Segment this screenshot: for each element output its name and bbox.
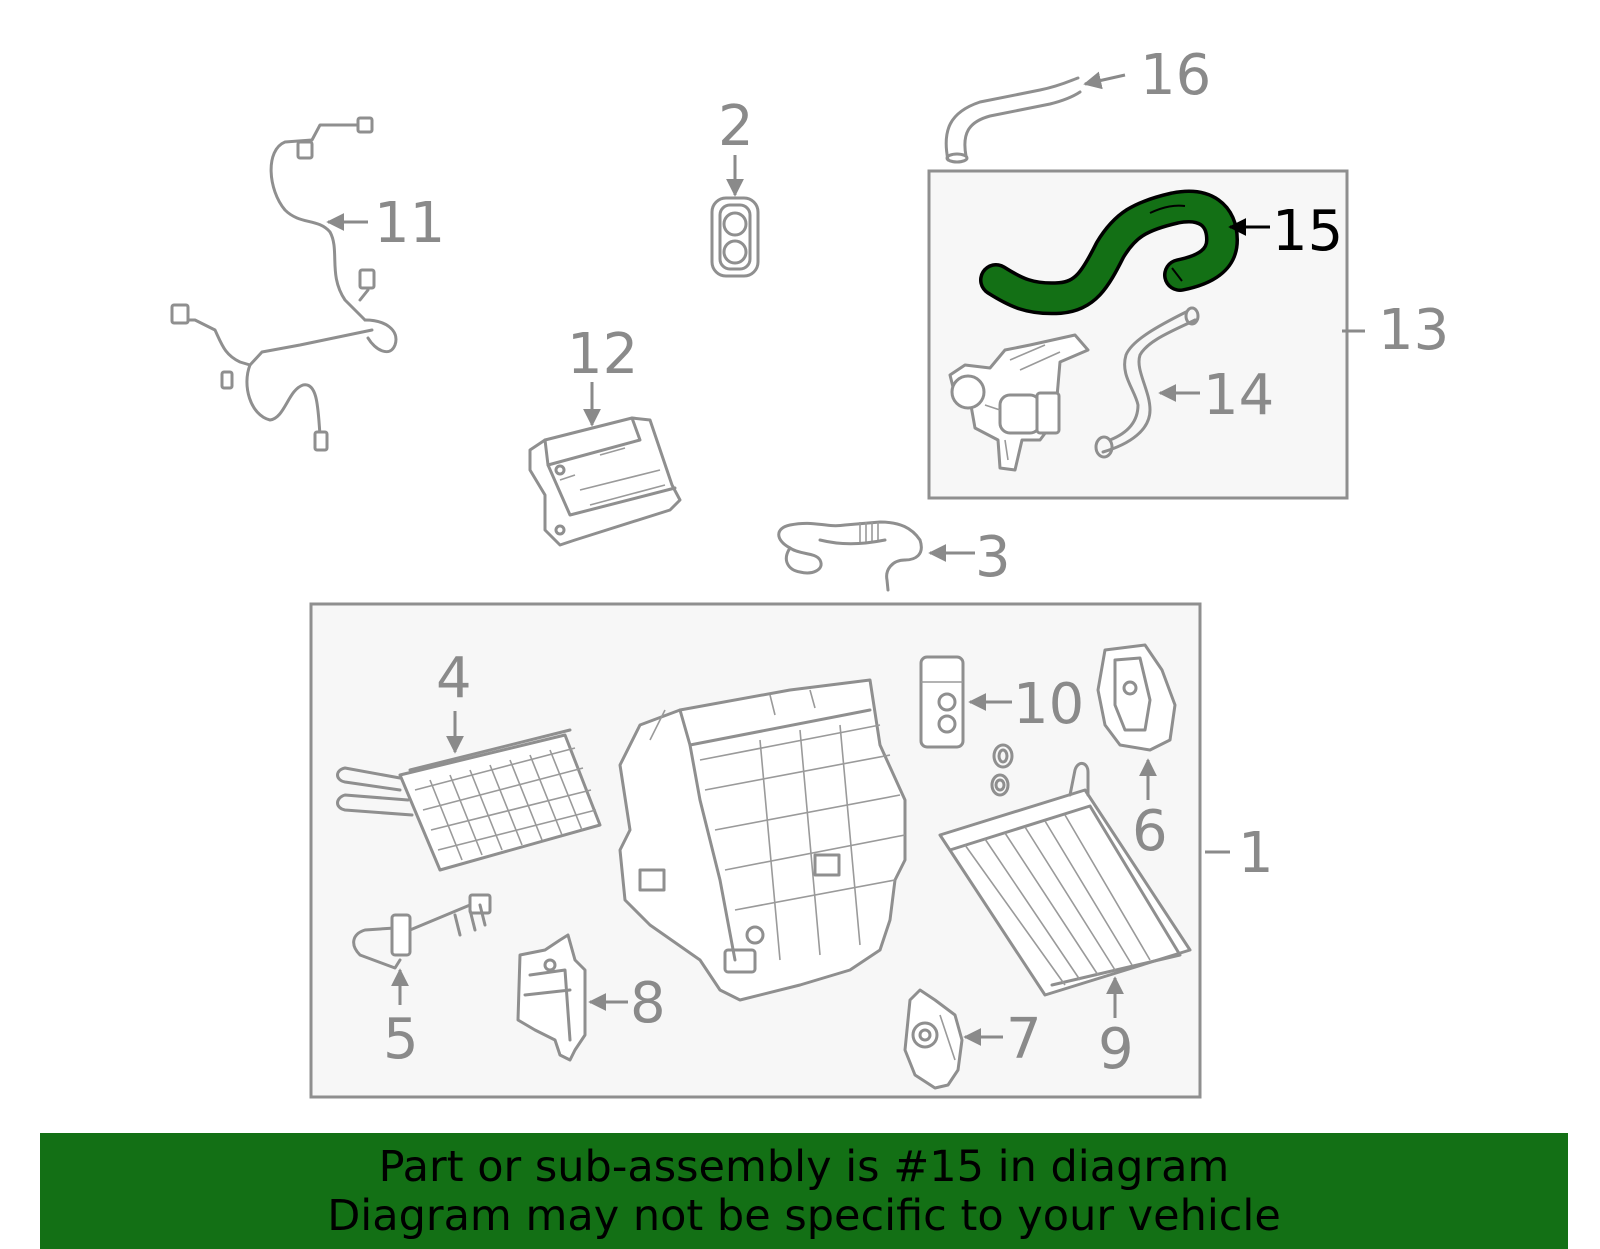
callout-13: 13 — [1378, 298, 1449, 363]
leader-16 — [1083, 71, 1126, 90]
part-5-sensor[interactable] — [352, 893, 492, 970]
part-8-damper-servo[interactable] — [516, 933, 587, 1062]
callout-2: 2 — [718, 94, 754, 159]
callout-1: 1 — [1238, 821, 1274, 886]
part-12-control-module[interactable] — [528, 416, 682, 547]
banner-line-1: Part or sub-assembly is #15 in diagram — [378, 1142, 1230, 1192]
callout-16: 16 — [1140, 43, 1211, 108]
callout-4: 4 — [436, 646, 472, 711]
callout-9: 9 — [1098, 1017, 1134, 1082]
part-15-hose-highlighted[interactable] — [979, 189, 1240, 316]
part-3-duct-hose[interactable] — [777, 520, 923, 592]
part-4-heater-core[interactable] — [336, 728, 602, 872]
callout-5: 5 — [383, 1007, 419, 1072]
hvac-housing — [618, 678, 907, 1002]
callout-12: 12 — [567, 322, 638, 387]
part-9-evaporator[interactable] — [938, 762, 1192, 997]
part-14-hose[interactable] — [1094, 306, 1200, 459]
part-10-expansion-valve[interactable] — [919, 655, 965, 749]
notice-banner: Part or sub-assembly is #15 in diagram D… — [40, 1133, 1568, 1249]
o-rings — [990, 743, 1014, 797]
part-16-hose[interactable] — [944, 76, 1082, 164]
part-13-water-valve[interactable] — [948, 333, 1090, 472]
callout-14: 14 — [1203, 363, 1274, 428]
callout-7: 7 — [1006, 1007, 1042, 1072]
part-6-servo[interactable] — [1096, 643, 1177, 752]
callout-6: 6 — [1132, 799, 1168, 864]
callout-15: 15 — [1272, 199, 1343, 264]
part-11-wire-harness[interactable] — [170, 116, 398, 452]
part-2-grommet[interactable] — [710, 196, 760, 278]
callout-3: 3 — [975, 525, 1011, 590]
banner-line-2: Diagram may not be specific to your vehi… — [327, 1191, 1281, 1241]
callout-11: 11 — [374, 191, 445, 256]
part-7-servo[interactable] — [903, 988, 964, 1090]
callout-10: 10 — [1013, 672, 1084, 737]
callout-8: 8 — [630, 971, 666, 1036]
